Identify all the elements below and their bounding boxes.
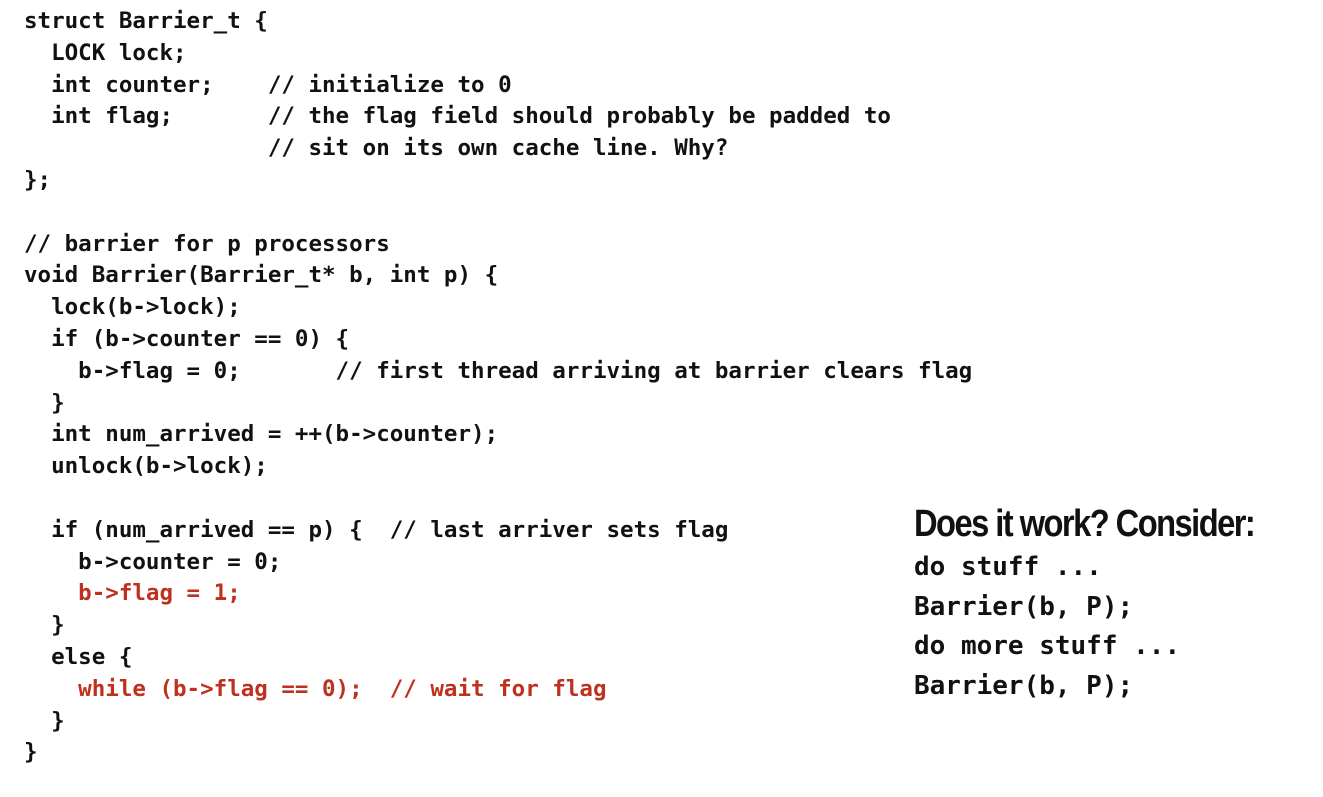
code-line: int num_arrived = ++(b->counter); <box>24 421 499 448</box>
consider-title: Does it work? Consider: <box>914 503 1256 545</box>
code-line: void Barrier(Barrier_t* b, int p) { <box>24 262 499 289</box>
code-line: int counter; // initialize to 0 <box>24 71 512 98</box>
consider-panel: Does it work? Consider: do stuff ... Bar… <box>914 500 1310 706</box>
code-line: // sit on its own cache line. Why? <box>24 135 729 162</box>
consider-line: Barrier(b, P); <box>914 670 1134 701</box>
consider-line: do more stuff ... <box>914 631 1181 661</box>
code-line: } <box>24 612 65 639</box>
code-line-highlighted: while (b->flag == 0); // wait for flag <box>24 675 607 702</box>
code-listing: struct Barrier_t { LOCK lock; int counte… <box>24 6 972 769</box>
code-line: if (num_arrived == p) { // last arriver … <box>24 516 729 543</box>
code-line: else { <box>24 643 133 670</box>
code-line: int flag; // the flag field should proba… <box>24 103 891 130</box>
code-line: struct Barrier_t { <box>24 8 268 34</box>
code-line: LOCK lock; <box>24 39 187 66</box>
code-line <box>24 483 972 515</box>
code-line: b->flag = 0; // first thread arriving at… <box>24 357 973 384</box>
code-line: lock(b->lock); <box>24 294 241 321</box>
code-line: } <box>24 389 65 416</box>
code-line: } <box>24 707 65 734</box>
code-line: if (b->counter == 0) { <box>24 325 350 352</box>
code-line: b->counter = 0; <box>24 548 282 575</box>
consider-line: do stuff ... <box>914 552 1102 582</box>
consider-line: Barrier(b, P); <box>914 591 1134 622</box>
code-line <box>24 197 972 229</box>
code-line-highlighted: b->flag = 1; <box>24 580 241 607</box>
code-line: unlock(b->lock); <box>24 453 268 480</box>
code-line: }; <box>24 166 52 193</box>
code-line: // barrier for p processors <box>24 230 390 257</box>
code-line: } <box>24 739 38 766</box>
